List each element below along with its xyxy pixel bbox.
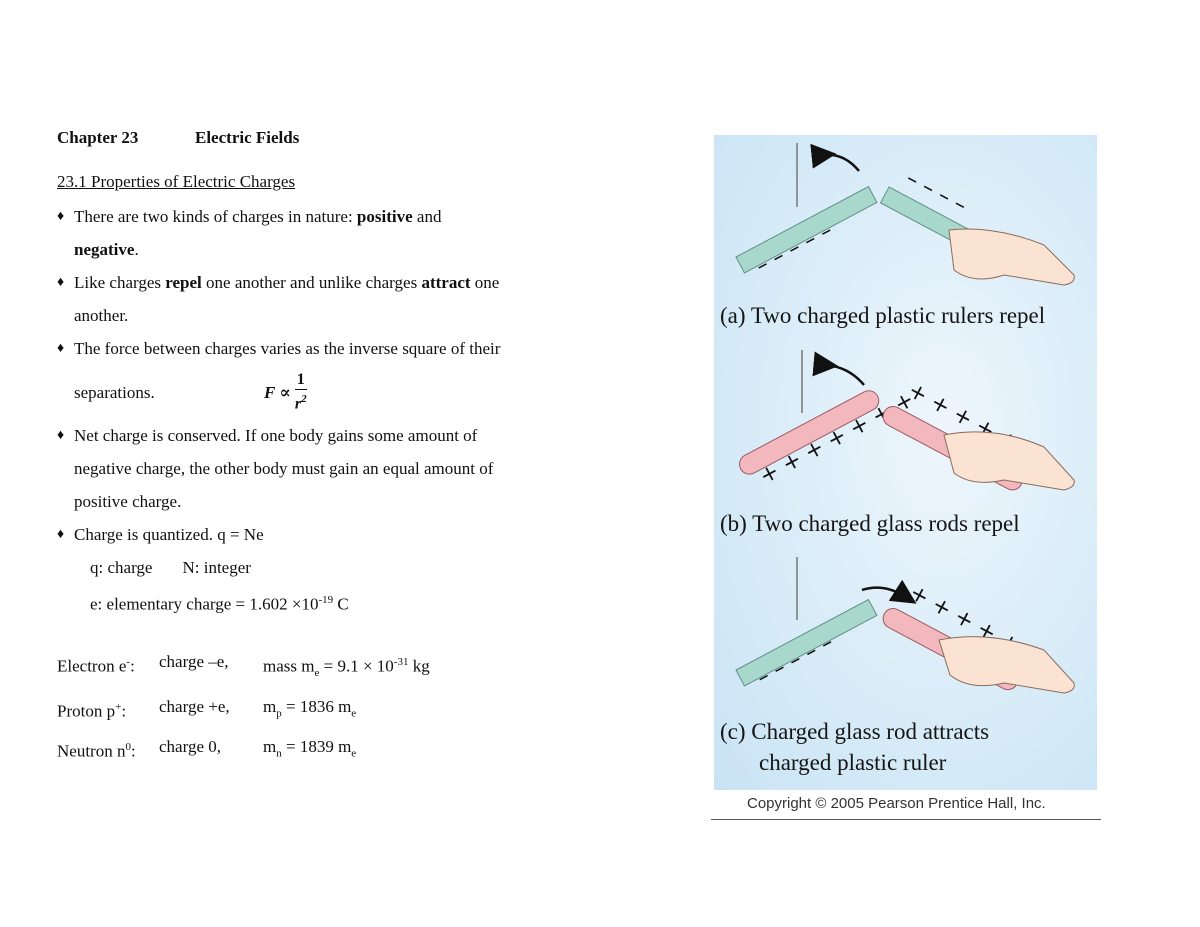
notes-text: Chapter 23 Electric Fields 23.1 Properti… <box>57 128 677 770</box>
bullet-like-charges: ♦ Like charges repel one another and unl… <box>57 266 677 332</box>
bullet-charge-kinds: ♦ There are two kinds of charges in natu… <box>57 200 677 266</box>
formula-fraction: 1 r2 <box>294 370 307 413</box>
elementary-charge-row: e: elementary charge = 1.602 ×10-19 C <box>90 594 349 614</box>
caption-a: (a) Two charged plastic rulers repel <box>720 303 1046 328</box>
copyright-notice: Copyright © 2005 Pearson Prentice Hall, … <box>747 795 1046 812</box>
charges-figure: – – – – – – – – – + + + + + + + + + + + … <box>714 135 1097 790</box>
section-title: 23.1 Properties of Electric Charges <box>57 172 296 191</box>
bullet-quantized: ♦ Charge is quantized. q = Ne <box>57 518 677 551</box>
caption-c-line1: (c) Charged glass rod attracts <box>720 719 990 744</box>
figure-illustration: – – – – – – – – – + + + + + + + + + + + … <box>735 143 1075 694</box>
particle-row-proton: Proton p+: charge +e, mp = 1836 me <box>57 696 357 721</box>
diamond-bullet-icon: ♦ <box>57 275 65 290</box>
diamond-bullet-icon: ♦ <box>57 341 65 356</box>
particle-row-electron: Electron e-: charge –e, mass me = 9.1 × … <box>57 651 430 679</box>
diamond-bullet-icon: ♦ <box>57 209 65 224</box>
panel-a-drawing: – – – – – – – – – <box>735 143 1075 286</box>
panel-c-drawing: – – – – – + + + + + <box>735 557 1075 694</box>
particle-table: Electron e-: charge –e, mass me = 9.1 × … <box>57 645 677 771</box>
figure-divider <box>711 819 1101 820</box>
panel-b-drawing: + + + + + + + + + + + + <box>739 350 1075 491</box>
particle-row-neutron: Neutron n0: charge 0, mn = 1839 me <box>57 737 357 761</box>
caption-b: (b) Two charged glass rods repel <box>720 511 1020 536</box>
diamond-bullet-icon: ♦ <box>57 428 65 443</box>
bullet-conservation: ♦ Net charge is conserved. If one body g… <box>57 419 677 518</box>
bullet-inverse-square: ♦ The force between charges varies as th… <box>57 332 677 419</box>
formula-proportional: ∝ <box>279 382 291 402</box>
chapter-heading: Chapter 23 Electric Fields <box>57 128 677 158</box>
diamond-bullet-icon: ♦ <box>57 527 65 542</box>
formula-force: F <box>264 382 276 402</box>
chapter-title: Electric Fields <box>195 128 300 147</box>
chapter-number: Chapter 23 <box>57 128 139 147</box>
caption-c-line2: charged plastic ruler <box>759 750 947 775</box>
